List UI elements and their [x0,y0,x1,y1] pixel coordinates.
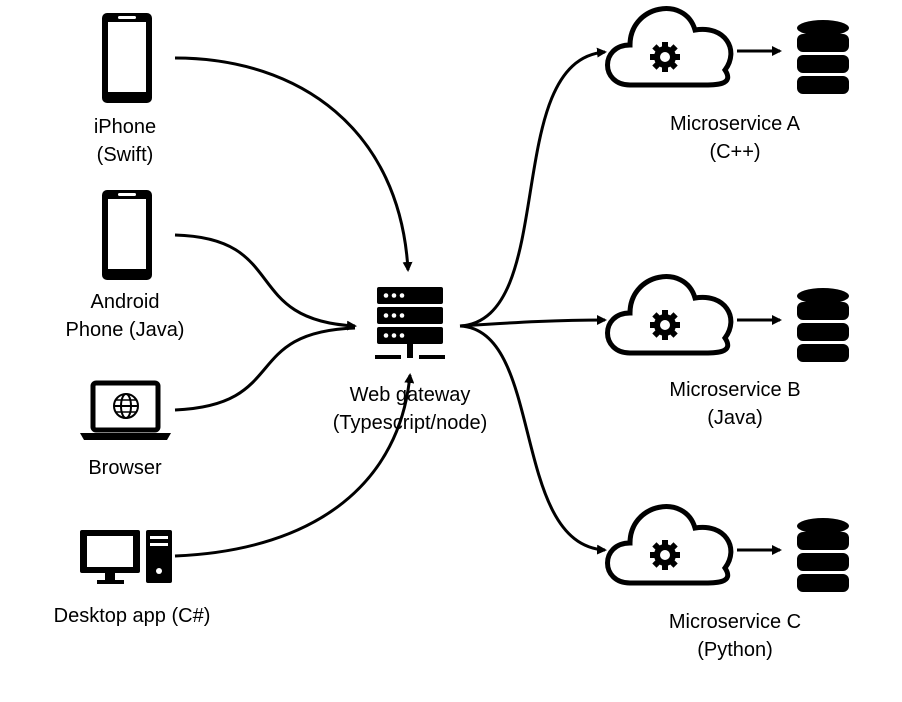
service-label-c: Microservice C (Python) [620,608,850,664]
arrow-gateway-to-ms-b [459,315,607,328]
service-label-line2: (C++) [709,141,761,163]
client-label-line1: Desktop app (C#) [53,605,211,627]
client-label-browser: Browser [45,454,205,482]
service-label-line1: Microservice B [669,379,801,401]
smartphone-icon [102,13,152,103]
database-icon [797,518,849,592]
cloud-gear-icon [605,274,734,356]
gateway-label: Web gateway (Typescript/node) [300,381,520,437]
service-label-a: Microservice A (C++) [620,110,850,166]
server-stack-icon [375,287,445,359]
client-label-desktop: Desktop app (C#) [22,602,242,630]
arrow-desktop-to-gateway [174,373,415,558]
service-label-line1: Microservice A [669,113,801,135]
client-label-line1: Browser [88,457,162,479]
laptop-globe-icon [80,380,171,440]
arrow-android-to-gateway [174,233,357,331]
client-label-iphone: iPhone (Swift) [45,113,205,169]
arrow-iphone-to-gateway [174,56,413,272]
database-icon [797,20,849,94]
service-label-line2: (Python) [697,639,773,661]
service-label-b: Microservice B (Java) [620,376,850,432]
client-label-line1: iPhone [93,116,157,138]
database-icon [797,288,849,362]
client-label-line2: Phone (Java) [65,319,185,341]
client-label-line1: Android [90,291,160,313]
desktop-computer-icon [80,530,172,584]
cloud-gear-icon [605,504,734,586]
service-label-line1: Microservice C [668,611,802,633]
client-label-line2: (Swift) [96,144,154,166]
service-label-line2: (Java) [707,407,763,429]
client-label-android: Android Phone (Java) [35,288,215,344]
arrow-gateway-to-ms-a [459,47,607,328]
arrow-browser-to-gateway [174,326,356,412]
smartphone-icon [102,190,152,280]
cloud-gear-icon [605,6,734,88]
gateway-label-line1: Web gateway [349,384,471,406]
gateway-label-line2: (Typescript/node) [332,412,488,434]
arrow-gateway-to-ms-c [459,324,607,555]
